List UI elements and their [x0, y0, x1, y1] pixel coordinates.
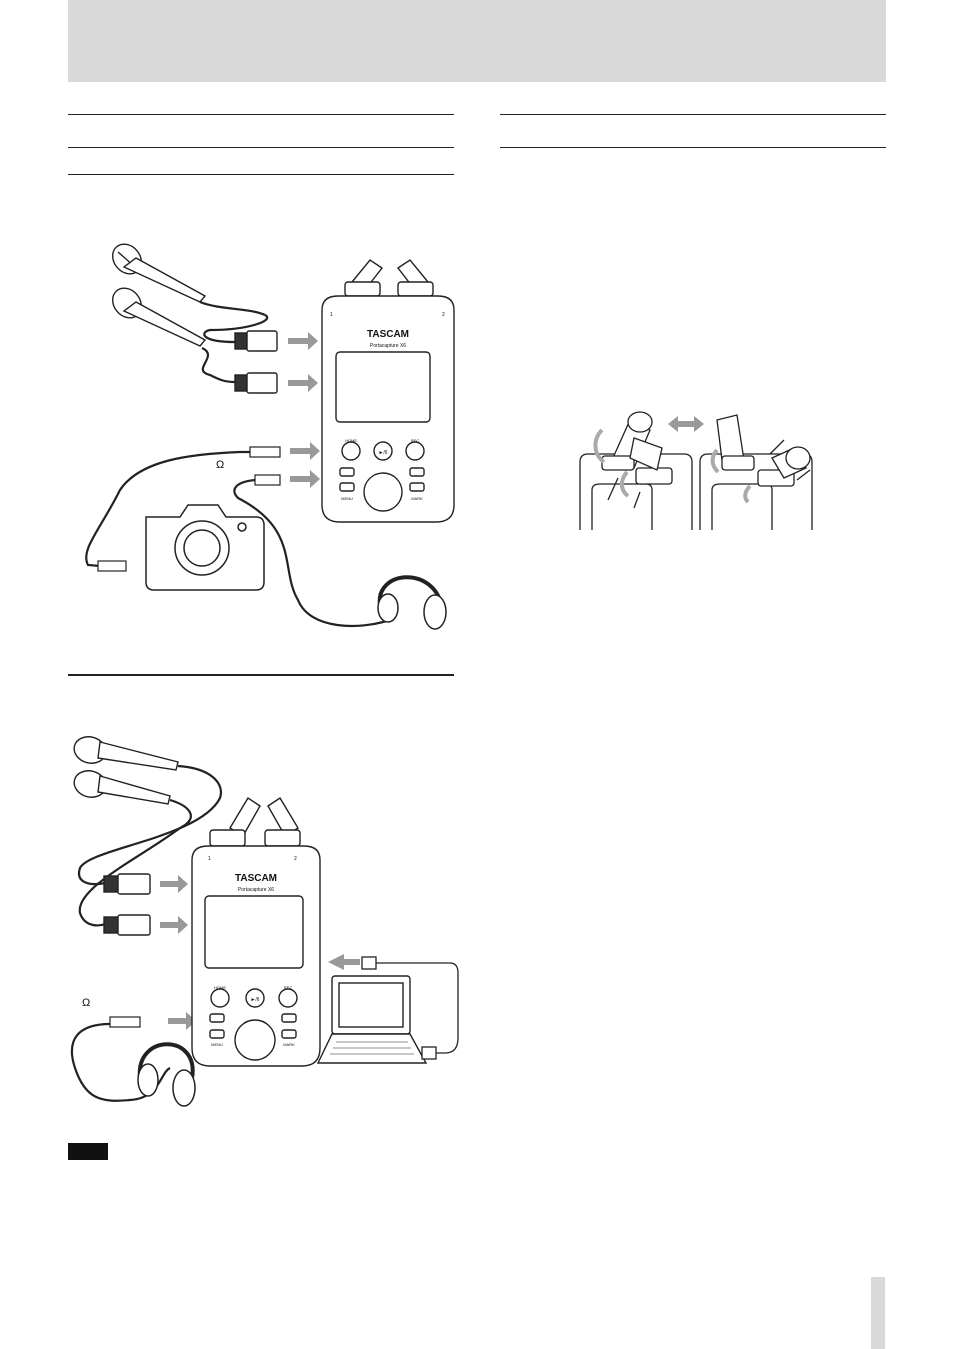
- home-key-label: HOME: [214, 985, 226, 990]
- recorder-device: [191, 797, 321, 1067]
- section-rule: [68, 174, 454, 175]
- channel-label: 2: [294, 856, 297, 862]
- page-edge-tab: [871, 1277, 885, 1349]
- menu-key-label: MENU: [341, 496, 353, 501]
- headphones-icon: [137, 1042, 196, 1107]
- arrow-icon: [668, 416, 704, 432]
- headphone-symbol: Ω: [82, 997, 90, 1009]
- headphones-icon: [377, 575, 447, 630]
- microphone-icon: [111, 243, 266, 317]
- play-key-label: ►/II: [378, 450, 387, 456]
- microphone-icon: [73, 770, 171, 805]
- section-rule: [68, 674, 454, 676]
- arrow-icon: [288, 332, 320, 488]
- microphone-icon: [111, 287, 207, 347]
- connection-diagram-computer: Ω TASCAM Portacapture X6 1 2 HOME ►/II R…: [70, 736, 459, 1107]
- device-model: Portacapture X6: [238, 887, 274, 893]
- device-brand: TASCAM: [367, 329, 409, 340]
- mark-key-label: MARK: [283, 1042, 295, 1047]
- play-key-label: ►/II: [250, 997, 259, 1003]
- headphone-symbol: Ω: [216, 459, 224, 471]
- arrow-icon: [160, 875, 360, 1030]
- usb-cable-icon: [361, 956, 459, 1060]
- section-rule: [500, 114, 886, 115]
- menu-key-label: MENU: [211, 1042, 223, 1047]
- device-brand: TASCAM: [235, 873, 277, 884]
- header-band: [68, 0, 886, 82]
- connection-diagram-camera: TASCAM Portacapture X6 1 2 HOME ►/II REC…: [85, 243, 455, 630]
- section-rule: [68, 114, 454, 115]
- rec-key-label: REC: [284, 985, 293, 990]
- note-badge: [68, 1143, 108, 1160]
- device-model: Portacapture X6: [370, 343, 406, 349]
- section-rule: [68, 147, 454, 148]
- microphone-icon: [73, 736, 179, 771]
- channel-label: 1: [330, 312, 333, 318]
- laptop-icon: [316, 975, 428, 1064]
- mark-key-label: MARK: [411, 496, 423, 501]
- rec-key-label: REC: [411, 438, 420, 443]
- channel-label: 2: [442, 312, 445, 318]
- section-rule: [500, 147, 886, 148]
- camera-icon: [145, 504, 265, 591]
- mic-rotation-diagram: [579, 411, 813, 530]
- home-key-label: HOME: [345, 438, 357, 443]
- channel-label: 1: [208, 856, 211, 862]
- recorder-device: [321, 259, 455, 523]
